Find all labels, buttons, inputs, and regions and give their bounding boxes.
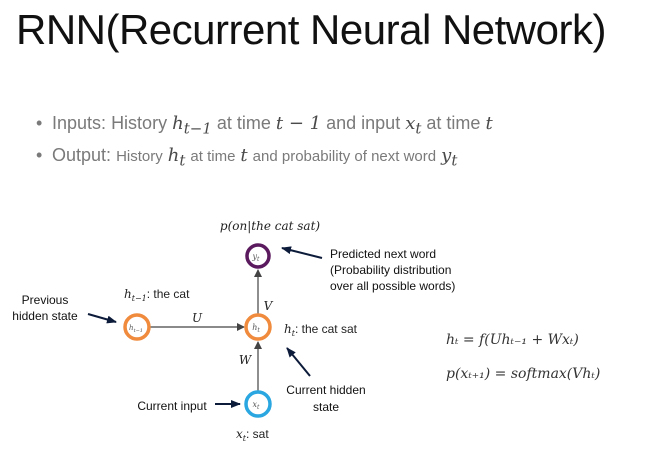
h-prev-state-text: : the cat xyxy=(147,287,190,301)
math-t: t xyxy=(485,113,493,134)
node-y-output: yt xyxy=(245,243,271,269)
node-y-circle xyxy=(245,243,271,269)
x-state-label: xt: sat xyxy=(236,427,269,443)
bullet-text: and input xyxy=(326,113,401,133)
math-h: ht xyxy=(167,144,186,170)
math-var: h xyxy=(172,113,184,134)
bullet-label: Inputs: xyxy=(52,113,107,133)
math-var: x xyxy=(405,113,416,134)
math-var: h xyxy=(167,144,180,166)
math-sub: t−1 xyxy=(183,119,212,138)
math-x: xt xyxy=(405,113,421,138)
math-sub: t xyxy=(179,151,186,170)
slide-title: RNN(Recurrent Neural Network) xyxy=(16,6,606,53)
math-t: t xyxy=(240,144,248,166)
node-x-input: xt xyxy=(244,390,272,418)
annotation-current-hidden-2: state xyxy=(313,400,339,414)
math-y: yt xyxy=(441,144,458,170)
bullet-inputs: • Inputs: History ht−1 at time t − 1 and… xyxy=(36,110,493,142)
annotation-predicted-1: Predicted next word xyxy=(330,247,436,261)
math-sub: t xyxy=(415,119,422,138)
bullet-text: and probability of next word xyxy=(252,147,437,165)
node-y-var: y xyxy=(252,252,258,261)
weight-w-label: W xyxy=(239,353,253,367)
probability-label: p(on|the cat sat) xyxy=(220,219,320,233)
h-state-sub: t xyxy=(292,329,296,338)
h-prev-state-sub: t−1 xyxy=(132,294,147,303)
bullet-text: at time xyxy=(426,113,481,133)
node-x-circle xyxy=(244,390,272,418)
x-state-var: x xyxy=(236,427,243,441)
weight-v-label: V xyxy=(264,299,274,313)
annotation-predicted-2: (Probability distribution xyxy=(330,263,451,277)
arrow-predicted xyxy=(281,246,323,259)
annotation-predicted-3: over all possible words) xyxy=(330,279,455,293)
node-h-sub: t xyxy=(257,327,260,334)
bullet-output: • Output: History ht at time t and proba… xyxy=(36,142,493,174)
node-h-previous: ht−1 xyxy=(123,313,151,341)
bullet-text: at time xyxy=(190,147,236,165)
x-state-sub: t xyxy=(243,434,247,443)
annotation-current-input: Current input xyxy=(137,399,207,413)
node-y-text: yt xyxy=(252,252,261,263)
math-t: t − 1 xyxy=(275,113,322,134)
node-h-current: ht xyxy=(244,313,272,341)
bullet-text: History xyxy=(111,113,168,133)
h-state-var: h xyxy=(284,322,292,336)
node-x-sub: t xyxy=(257,404,260,411)
bullet-list: • Inputs: History ht−1 at time t − 1 and… xyxy=(36,110,493,173)
h-state-label: ht: the cat sat xyxy=(284,322,358,338)
h-prev-state-label: ht−1: the cat xyxy=(124,287,190,303)
h-state-text: : the cat sat xyxy=(295,322,358,336)
math-h: ht−1 xyxy=(172,113,212,138)
h-prev-state-var: h xyxy=(124,287,132,301)
equation-output: p(xₜ₊₁) = softmax(Vhₜ) xyxy=(446,366,600,382)
node-x-text: xt xyxy=(253,400,261,411)
bullet-dot: • xyxy=(36,113,43,133)
bullet-dot: • xyxy=(36,144,43,165)
node-h-text: ht xyxy=(252,323,260,334)
bullet-label: Output: xyxy=(52,144,112,165)
node-y-sub: t xyxy=(257,256,260,263)
arrow-current-hidden xyxy=(286,347,311,377)
node-h-circle xyxy=(244,313,272,341)
node-x-var: x xyxy=(253,400,258,409)
bullet-text: at time xyxy=(216,113,271,133)
x-state-text: : sat xyxy=(246,427,269,441)
annotation-current-hidden-1: Current hidden xyxy=(286,383,365,397)
equation-hidden: hₜ = f(Uhₜ₋₁ + Wxₜ) xyxy=(446,332,579,348)
node-h-prev-var: h xyxy=(129,324,134,332)
arrow-previous xyxy=(87,313,117,324)
bullet-text: History xyxy=(116,147,163,165)
annotation-previous-1: Previous xyxy=(22,293,69,307)
node-h-var: h xyxy=(252,323,257,332)
weight-u-label: U xyxy=(192,311,203,325)
math-sub: t xyxy=(451,151,458,170)
node-h-prev-text: ht−1 xyxy=(129,324,143,334)
node-h-prev-circle xyxy=(123,313,151,341)
node-h-prev-sub: t−1 xyxy=(134,328,143,334)
math-var: y xyxy=(441,144,452,166)
annotation-previous-2: hidden state xyxy=(12,309,78,323)
